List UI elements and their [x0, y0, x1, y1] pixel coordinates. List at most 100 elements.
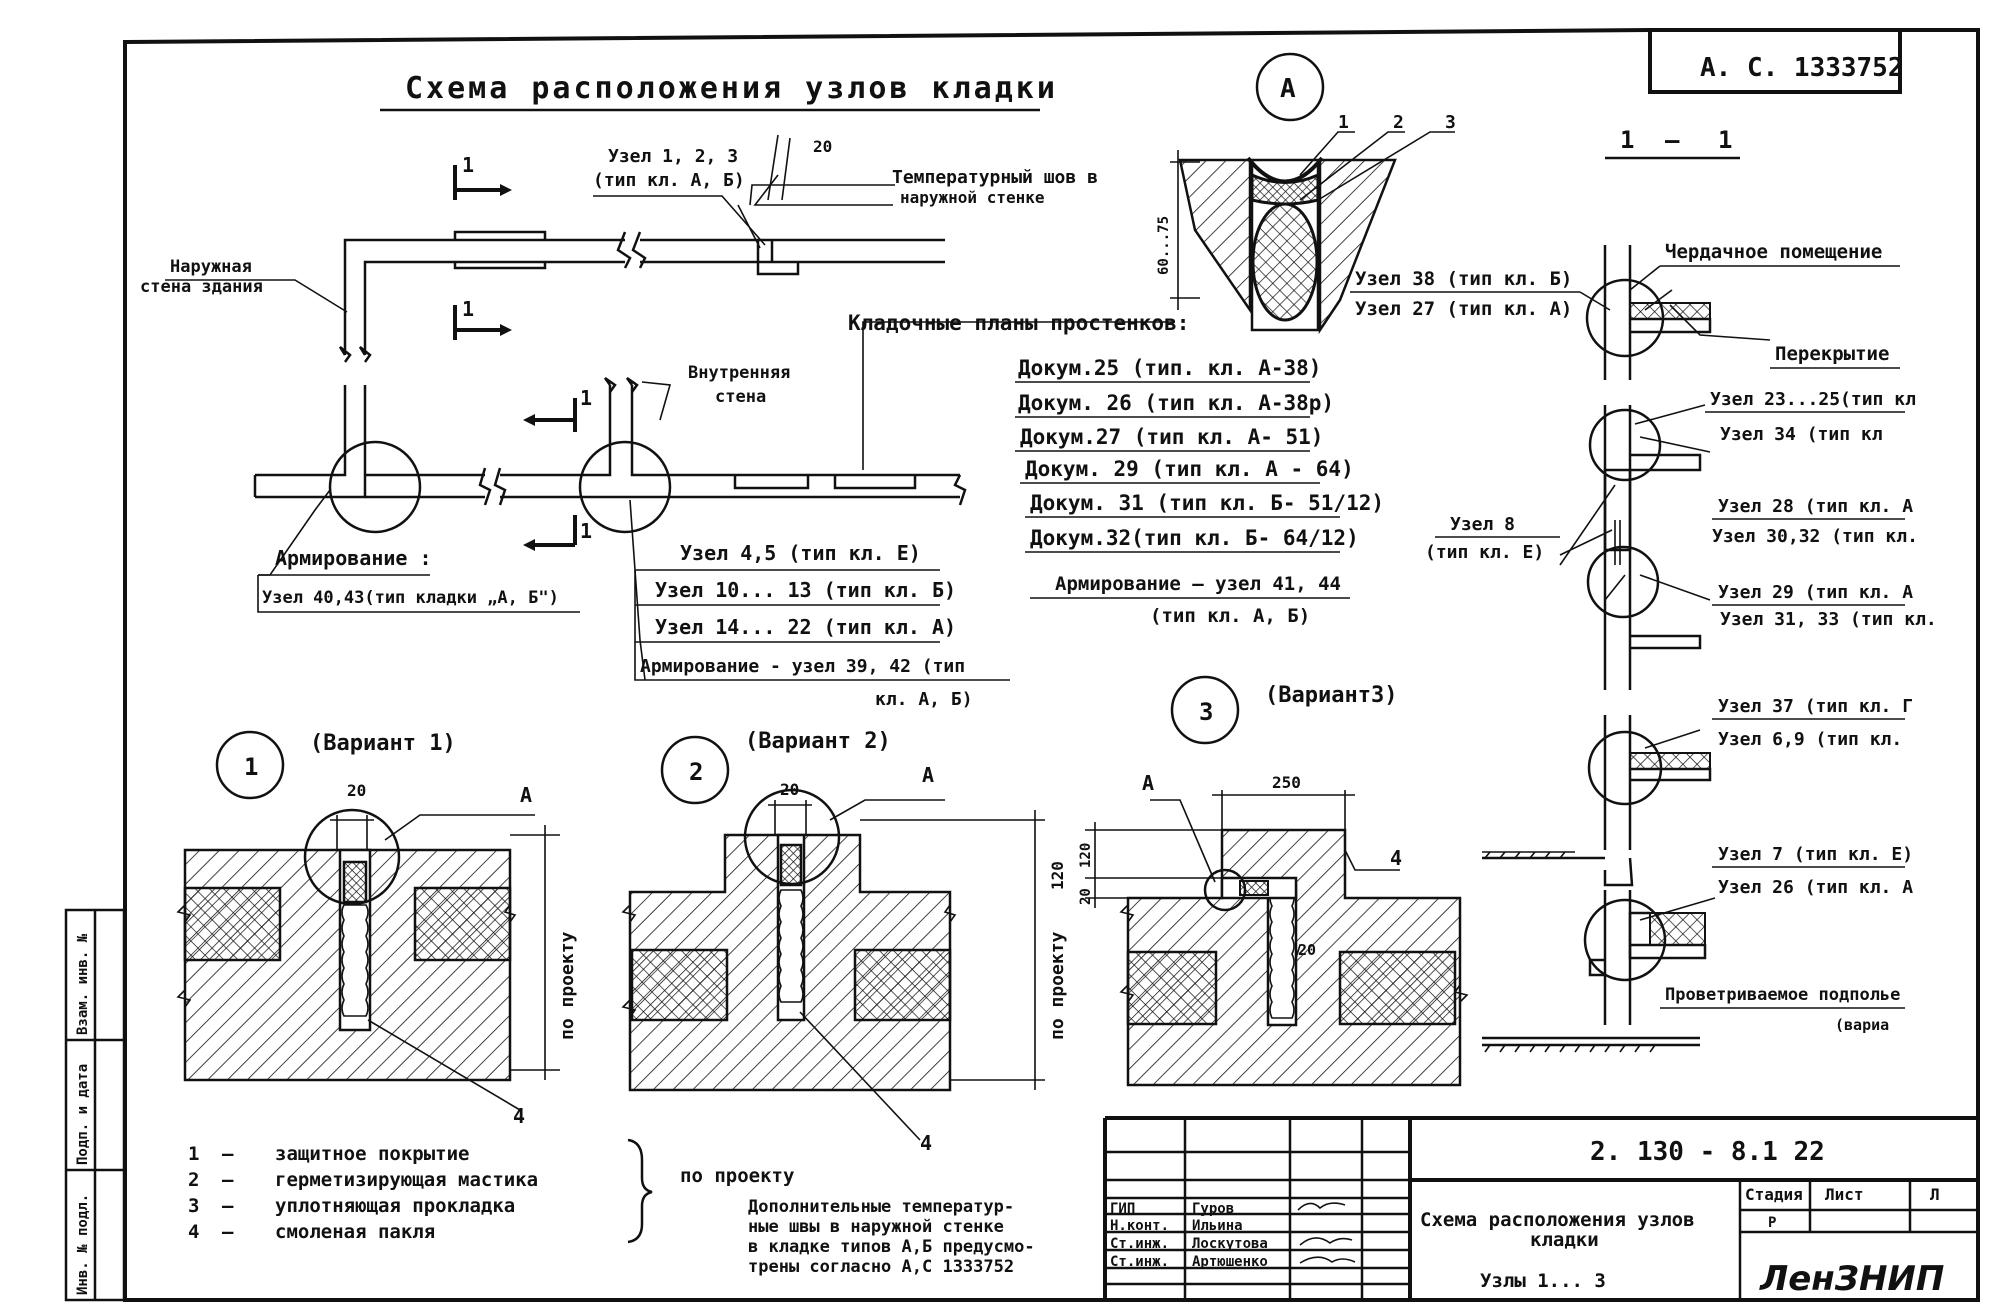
name-artyushenko: Артюшенко — [1192, 1254, 1268, 1270]
note-line-2: ные швы в наружной стенке — [748, 1217, 1004, 1237]
variant-3-insulation-right — [1338, 950, 1457, 1026]
arm-label: Армирование : — [275, 546, 432, 570]
legend-3-text: уплотняющая прокладка — [275, 1195, 515, 1217]
uzel-34: Узел 34 (тип кл — [1720, 424, 1883, 445]
doc-26: Докум. 26 (тип кл. А-38р) — [1018, 391, 1334, 415]
uzel123-type: (тип кл. А, Б) — [593, 170, 745, 191]
detail-a — [1170, 52, 1455, 335]
variant-3-label: (Вариант3) — [1265, 683, 1397, 708]
variant-1-tow — [341, 904, 369, 1017]
section-title-1: 1 — [1620, 126, 1634, 154]
detail-a-n2: 2 — [1393, 112, 1404, 133]
sheet-header: Лист — [1825, 1185, 1864, 1204]
plan-scheme — [165, 134, 1175, 681]
variant-2-dim-20: 20 — [780, 780, 799, 799]
doc-27: Докум.27 (тип кл. А- 51) — [1020, 425, 1323, 449]
section-mark-1c: 1 — [580, 386, 592, 410]
variant-1-dim-20: 20 — [347, 781, 366, 800]
stage-header: Стадия — [1745, 1185, 1803, 1204]
uzel-6-9: Узел 6,9 (тип кл. — [1718, 729, 1902, 750]
stamp-box — [1648, 28, 1902, 94]
detail-a-letter: А — [1280, 74, 1296, 104]
note-line-1: Дополнительные температур- — [748, 1197, 1014, 1217]
stage-value: Р — [1768, 1215, 1776, 1231]
variant-3-dim-120: 120 — [1078, 843, 1094, 868]
detail-a-mastic — [1250, 172, 1320, 206]
side-stamp-sign: Подп. и дата — [75, 1064, 91, 1165]
variant-1-insulation-right — [413, 886, 512, 962]
legend-2-num: 2 — [188, 1169, 199, 1191]
variant-3-dim-20a: 20 — [1078, 888, 1094, 905]
side-stamp-inv: Инв. № подл. — [75, 1194, 91, 1295]
section-1-1 — [1482, 245, 1771, 1053]
legend-4-text: смоленая пакля — [275, 1221, 435, 1243]
uzel-31-33: Узел 31, 33 (тип кл. — [1720, 609, 1937, 630]
legend-2-dash: — — [222, 1169, 234, 1191]
variant-3-number: 3 — [1199, 698, 1213, 726]
outer-wall-label-1: Наружная — [170, 257, 252, 277]
attic-label: Чердачное помещение — [1665, 241, 1882, 263]
side-stamp-replace: Взам. инв. № — [75, 933, 91, 1035]
variant-2-insulation-left — [630, 948, 729, 1022]
uzel-table — [634, 569, 1010, 681]
outer-wall-label-2: стена здания — [140, 277, 263, 297]
legend-4-dash: — — [222, 1221, 234, 1243]
uzel-29: Узел 29 (тип кл. А — [1718, 582, 1913, 603]
doc-32: Докум.32(тип кл. Б- 64/12) — [1030, 526, 1359, 550]
detail-a-wall-right — [1318, 158, 1397, 335]
legend-3-dash: — — [222, 1195, 234, 1217]
inner-wall-label-1: Внутренняя — [688, 363, 790, 383]
variant-1-number: 1 — [244, 753, 258, 781]
doc-list: Докум.25 (тип. кл. А-38) Докум. 26 (тип … — [1015, 356, 1384, 553]
doc-29: Докум. 29 (тип кл. А - 64) — [1025, 457, 1354, 481]
arm-41-44-line2: (тип кл. А, Б) — [1150, 605, 1310, 627]
variant-2-tow — [778, 889, 804, 1003]
legend: 1 — защитное покрытие 2 — герметизирующа… — [188, 1138, 653, 1244]
underfloor-label: Проветриваемое подполье — [1665, 985, 1900, 1005]
legend-2-text: герметизирующая мастика — [275, 1169, 538, 1191]
legend-po-proektu: по проекту — [680, 1165, 794, 1187]
temp-seam-label-1: Температурный шов в — [892, 167, 1098, 188]
role-nkont: Н.конт. — [1110, 1218, 1169, 1234]
variant-2-dim-120: 120 — [1048, 861, 1067, 890]
sheets-header: Л — [1930, 1185, 1940, 1204]
section-mark-1a: 1 — [462, 153, 474, 177]
variant-3-tow — [1269, 889, 1295, 1019]
detail-a-dim: 60...75 — [1156, 216, 1172, 275]
note-line-4: трены согласно А,С 1333752 — [748, 1257, 1014, 1277]
uzel-37: Узел 37 (тип кл. Г — [1718, 696, 1913, 717]
variant-3-n4: 4 — [1390, 846, 1402, 870]
legend-3-num: 3 — [188, 1195, 199, 1217]
sheet-frame — [123, 28, 1980, 1302]
variant-1-po-proektu: по проекту — [557, 931, 578, 1040]
dim-20-top: 20 — [813, 137, 832, 156]
doc-code: 2. 130 - 8.1 22 — [1590, 1137, 1825, 1167]
uzel-30-32: Узел 30,32 (тип кл. — [1712, 526, 1918, 547]
legend-brace — [627, 1138, 653, 1244]
variant-1 — [176, 730, 560, 1111]
legend-4-num: 4 — [188, 1221, 199, 1243]
doc-subtitle: Узлы 1... 3 — [1480, 1270, 1606, 1292]
doc-31: Докум. 31 (тип кл. Б- 51/12) — [1030, 491, 1384, 515]
legend-1-text: защитное покрытие — [275, 1143, 469, 1165]
section-mark-1d: 1 — [580, 519, 592, 543]
inner-wall-label-2: стена — [715, 387, 766, 407]
uzel-10-13: Узел 10... 13 (тип кл. Б) — [655, 578, 956, 602]
floor-label: Перекрытие — [1775, 343, 1889, 365]
role-gip: ГИП — [1110, 1201, 1135, 1217]
variant-2 — [621, 735, 1045, 1141]
drawing-title: Схема расположения узлов кладки — [405, 71, 1058, 106]
detail-a-n3: 3 — [1445, 112, 1456, 133]
variant-3-a: А — [1142, 771, 1154, 795]
uzel-8-line1: Узел 8 — [1450, 514, 1515, 535]
detail-a-n1: 1 — [1338, 112, 1349, 133]
variant-2-insulation-right — [853, 948, 952, 1022]
uzel-45: Узел 4,5 (тип кл. Е) — [680, 541, 921, 565]
underfloor-variant: (вариа — [1835, 1016, 1889, 1034]
arm-39-42-line1: Армирование - узел 39, 42 (тип — [640, 656, 965, 677]
variant-2-po-proektu: по проекту — [1047, 931, 1068, 1040]
side-stamp: Инв. № подл. Подп. и дата Взам. инв. № — [64, 908, 126, 1302]
uzel123-label: Узел 1, 2, 3 — [608, 146, 738, 167]
variant-1-n4: 4 — [513, 1104, 525, 1128]
